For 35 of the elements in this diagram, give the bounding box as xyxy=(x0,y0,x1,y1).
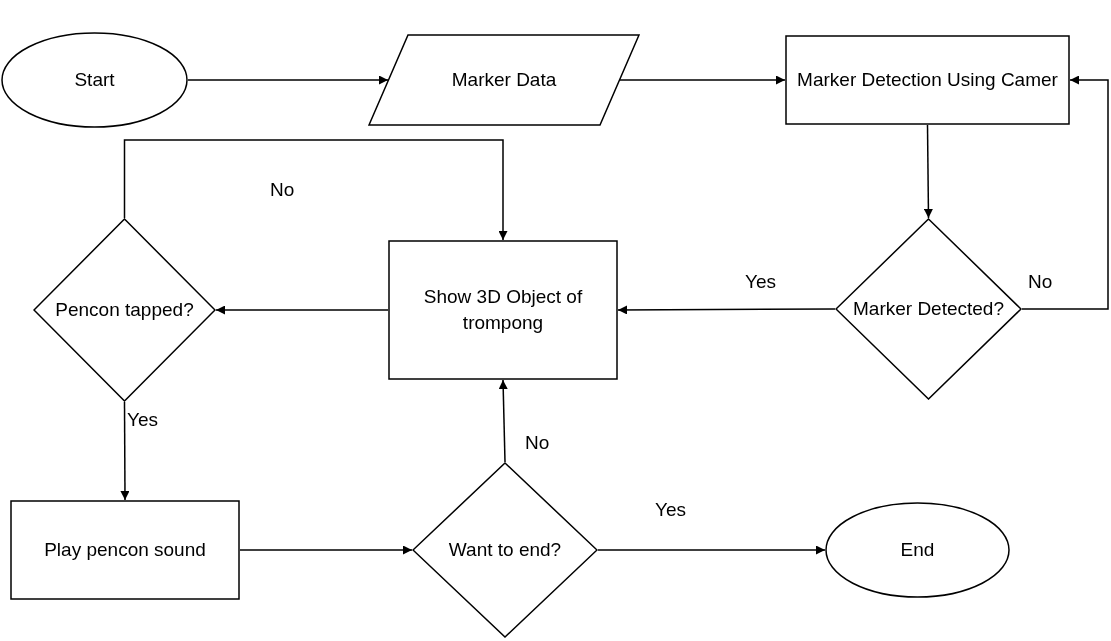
arrow xyxy=(120,401,130,501)
node-label: Start xyxy=(74,68,115,93)
edge-label: No xyxy=(270,180,295,199)
edge-label: Yes xyxy=(655,500,686,519)
end-ellipse xyxy=(825,502,1010,598)
arrow xyxy=(123,139,508,241)
node-label: Want to end? xyxy=(448,538,562,563)
decision-diamond xyxy=(33,218,216,402)
edge-label: No xyxy=(525,433,550,452)
process-box xyxy=(388,240,618,380)
arrow xyxy=(239,545,413,555)
arrow xyxy=(617,305,836,315)
node-label: Show 3D Object of trompong xyxy=(422,285,584,335)
start-ellipse xyxy=(1,32,188,128)
arrow xyxy=(597,545,826,555)
arrow xyxy=(619,75,786,85)
process-box xyxy=(785,35,1070,125)
node-label: Play pencon sound xyxy=(44,538,206,563)
arrow xyxy=(923,124,933,219)
node-label: Marker Detected? xyxy=(853,297,1004,322)
edge-label: Yes xyxy=(745,272,776,291)
arrow xyxy=(215,305,389,315)
node-label: End xyxy=(900,538,935,563)
node-label: Marker Data xyxy=(451,68,557,93)
arrow xyxy=(1021,75,1109,310)
process-box xyxy=(10,500,240,600)
decision-diamond xyxy=(835,218,1022,400)
arrow xyxy=(498,379,508,463)
decision-diamond xyxy=(412,462,598,638)
node-label: Pencon tapped? xyxy=(55,298,194,323)
arrow xyxy=(187,75,389,85)
data-parallelogram xyxy=(368,34,640,126)
node-label: Marker Detection Using Camer xyxy=(797,68,1058,93)
edge-label: Yes xyxy=(127,410,158,429)
edge-label: No xyxy=(1028,272,1053,291)
